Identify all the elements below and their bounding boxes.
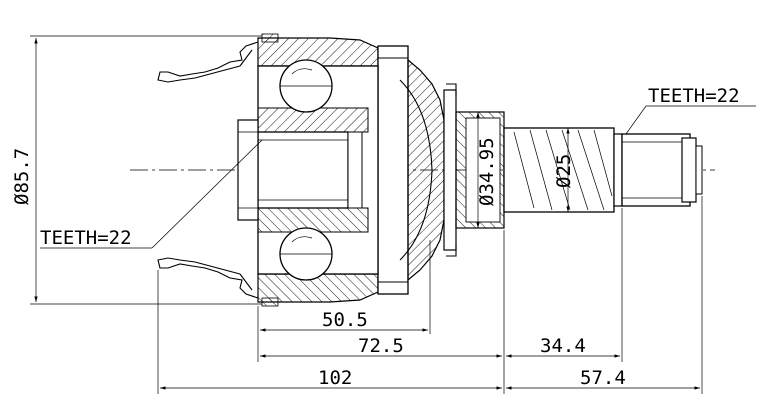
teeth-inner-label: TEETH=22 [40, 227, 132, 249]
housing [257, 37, 505, 303]
dim-72-5: 72.5 [260, 335, 502, 358]
dim-50-5: 50.5 [260, 309, 428, 332]
boot [157, 41, 259, 299]
dim-bearing-diameter: Ø34.95 [476, 112, 498, 228]
bearing-diameter-label: Ø34.95 [476, 137, 498, 206]
len-102-label: 102 [318, 367, 352, 389]
clamp-details [261, 33, 279, 307]
dim-extension-lines [157, 196, 703, 394]
dim-57-4: 57.4 [506, 367, 700, 390]
output-shaft [503, 127, 703, 213]
len-57-4-label: 57.4 [580, 367, 626, 389]
teeth-outer-callout: TEETH=22 [625, 85, 756, 135]
len-50-5-label: 50.5 [322, 309, 368, 331]
len-34-4-label: 34.4 [540, 335, 586, 357]
shaft-diameter-label: Ø25 [553, 154, 575, 188]
teeth-inner-callout: TEETH=22 [40, 139, 263, 249]
tripod-spider [237, 59, 379, 281]
dim-34-4: 34.4 [506, 335, 620, 358]
dim-shaft-diameter: Ø25 [553, 128, 575, 212]
overall-diameter-label: Ø85.7 [11, 148, 33, 205]
dim-overall-diameter: Ø85.7 [11, 35, 262, 305]
len-72-5-label: 72.5 [358, 335, 404, 357]
dim-102: 102 [160, 367, 502, 390]
teeth-outer-label: TEETH=22 [648, 85, 740, 107]
